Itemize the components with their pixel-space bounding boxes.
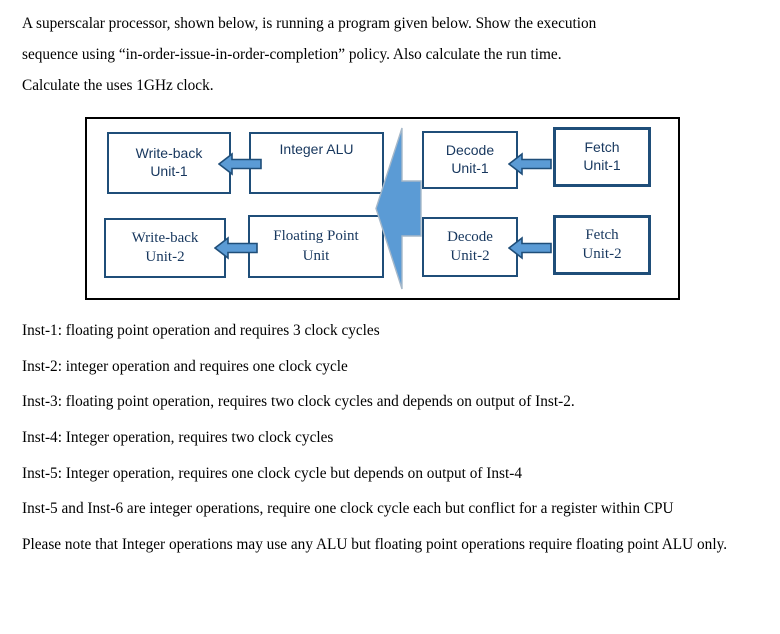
block-integer-alu: Integer ALU — [249, 132, 384, 194]
instruction-item: Inst-5: Integer operation, requires one … — [22, 464, 522, 482]
instruction-item: Inst-2: integer operation and requires o… — [22, 357, 348, 375]
superscalar-processor-diagram: Write-back Unit-1 Integer ALU Decode Uni… — [85, 117, 680, 300]
instruction-item: Inst-3: floating point operation, requir… — [22, 393, 575, 411]
arrow-floating-point-unit-to-write-back-2-icon — [213, 236, 258, 260]
block-floating-point-unit: Floating Point Unit — [248, 215, 384, 278]
block-write-back-unit-2: Write-back Unit-2 — [104, 218, 226, 278]
block-fetch-unit-1: Fetch Unit-1 — [553, 127, 651, 187]
block-decode-unit-2: Decode Unit-2 — [422, 217, 518, 277]
intro-paragraph: A superscalar processor, shown below, is… — [22, 8, 738, 101]
arrow-integer-alu-to-write-back-1-icon — [217, 152, 262, 176]
instruction-item: Inst-5 and Inst-6 are integer operations… — [22, 500, 674, 518]
arrow-dispatch-big-left-icon — [375, 126, 423, 291]
block-write-back-unit-1: Write-back Unit-1 — [107, 132, 231, 194]
intro-line-2: sequence using “in-order-issue-in-order-… — [22, 46, 562, 63]
block-decode-unit-1: Decode Unit-1 — [422, 131, 518, 189]
instruction-note: Please note that Integer operations may … — [22, 535, 728, 553]
block-fetch-unit-2: Fetch Unit-2 — [553, 215, 651, 275]
arrow-decode-unit-2-to-floating-point-unit-icon — [507, 236, 552, 260]
instruction-list: Inst-1: floating point operation and req… — [22, 322, 762, 572]
instruction-item: Inst-1: floating point operation and req… — [22, 322, 380, 339]
instruction-item: Inst-4: Integer operation, requires two … — [22, 428, 334, 446]
intro-line-3: Calculate the uses 1GHz clock. — [22, 77, 214, 94]
arrow-decode-unit-1-to-integer-alu-icon — [507, 152, 552, 176]
intro-line-1: A superscalar processor, shown below, is… — [22, 15, 597, 32]
